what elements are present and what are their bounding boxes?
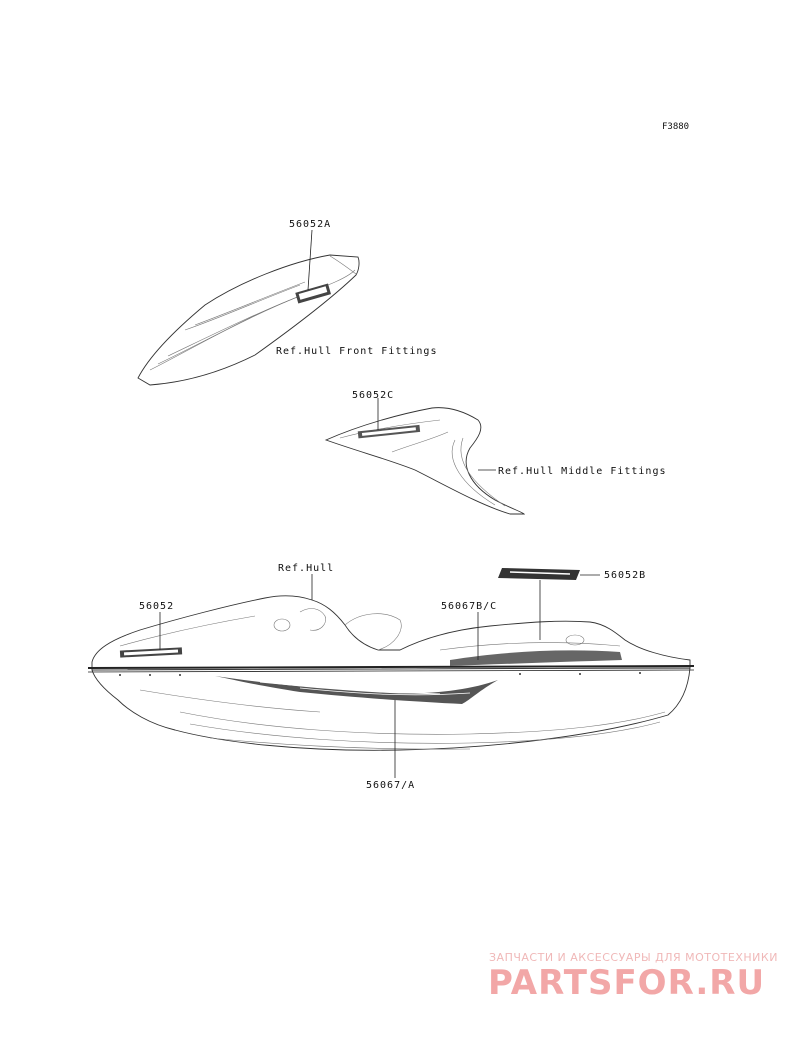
part-label-56052: 56052 <box>139 601 174 612</box>
part-label-56067A: 56067/A <box>366 780 415 791</box>
watermark-brand: PARTSFOR.RU <box>488 963 765 1003</box>
ref-hull-front-fittings: Ref.Hull Front Fittings <box>276 346 437 357</box>
middle-fitting-drawing <box>324 407 526 515</box>
hull-drawing <box>87 595 695 751</box>
ref-hull: Ref.Hull <box>278 563 334 574</box>
front-fitting-drawing <box>137 254 360 386</box>
leader-56052A <box>307 229 313 291</box>
decal-56052B <box>498 568 580 580</box>
ref-hull-middle-fittings: Ref.Hull Middle Fittings <box>498 466 667 477</box>
part-label-56052A: 56052A <box>289 219 331 230</box>
watermark-subtitle: ЗАПЧАСТИ И АКСЕССУАРЫ ДЛЯ МОТОТЕХНИКИ <box>489 951 778 964</box>
part-label-56052B: 56052B <box>604 570 646 581</box>
figure-code: F3880 <box>662 122 689 132</box>
part-label-56052C: 56052C <box>352 390 394 401</box>
part-label-56067BC: 56067B/C <box>441 601 497 612</box>
